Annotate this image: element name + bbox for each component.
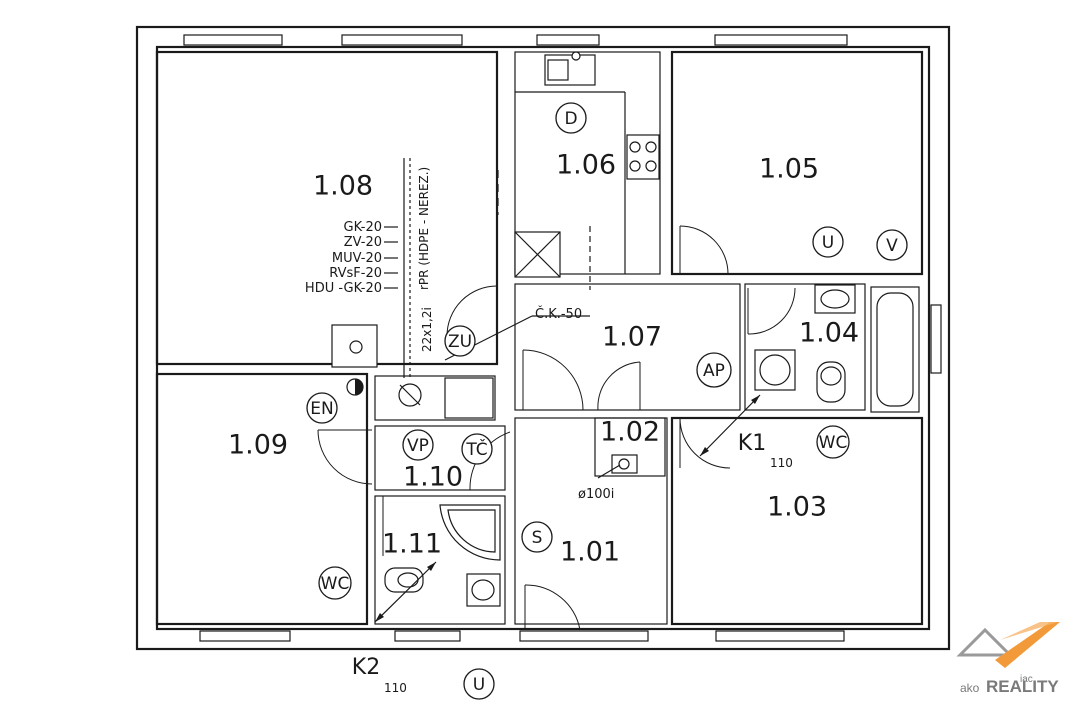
svg-text:EN: EN: [310, 399, 333, 419]
reality-logo: iac ako REALITY: [956, 622, 1060, 696]
riser-vertical-note: rPR (HDPE - NEREZ.): [417, 167, 431, 290]
riser-label-muv: MUV-20: [332, 251, 382, 266]
logo-brand: REALITY: [986, 677, 1059, 696]
windows-top: [183, 34, 848, 46]
pipe-note: 22x1,2i: [420, 307, 434, 352]
bathroom-fixtures: [754, 284, 856, 403]
room-1-08-label: 1.08: [313, 171, 373, 202]
room-1-02-label: 1.02: [600, 417, 660, 448]
riser-label-hdu: HDU -GK-20: [305, 281, 382, 296]
logo-small-text: iac: [1020, 674, 1033, 685]
logo-prefix: ako: [960, 681, 980, 695]
door-swings: [317, 225, 796, 631]
section-k2-sub: 110: [384, 681, 407, 695]
svg-text:WC: WC: [819, 433, 848, 453]
symbol-v: V: [876, 229, 908, 261]
windows-bottom: [199, 630, 845, 642]
symbol-wc-109: WC: [318, 566, 352, 600]
svg-text:S: S: [532, 528, 543, 548]
symbol-wc-103: WC: [816, 425, 850, 459]
symbol-d: D: [555, 102, 587, 134]
svg-text:TČ: TČ: [465, 438, 487, 460]
riser-label-gk: GK-20: [344, 220, 382, 235]
svg-text:U: U: [473, 675, 485, 695]
logo-roof-gray: [956, 627, 1014, 657]
symbol-u-bottom: U: [463, 668, 495, 700]
room-1-05-label: 1.05: [759, 154, 819, 185]
svg-text:V: V: [886, 236, 898, 256]
svg-text:AP: AP: [703, 361, 725, 381]
svg-text:ZU: ZU: [448, 332, 472, 352]
symbol-s: S: [521, 521, 553, 553]
diameter-label: ø100i: [578, 487, 614, 502]
bathroom-fixtures-111: [331, 324, 638, 607]
symbol-tc: TČ: [461, 433, 493, 465]
section-arrows: [374, 394, 761, 623]
svg-text:U: U: [822, 233, 834, 253]
riser-label-rvsf: RVsF-20: [329, 266, 382, 281]
room-1-04-label: 1.04: [799, 318, 859, 349]
symbol-u-105: U: [812, 226, 844, 258]
room-1-10-label: 1.10: [403, 462, 463, 493]
window-right: [930, 304, 942, 374]
symbol-en: EN: [306, 392, 338, 424]
svg-text:VP: VP: [407, 436, 429, 456]
kitchen-fixtures: [497, 51, 660, 290]
symbol-vp: VP: [402, 429, 434, 461]
section-k1-label: K1: [738, 431, 766, 456]
room-1-09-label: 1.09: [228, 430, 288, 461]
symbol-zu: ZU: [444, 325, 476, 357]
room-1-01-label: 1.01: [560, 537, 620, 568]
section-k1-sub: 110: [770, 456, 793, 470]
room-1-11-label: 1.11: [382, 529, 442, 560]
riser-label-zv: ZV-20: [344, 235, 382, 250]
svg-text:WC: WC: [321, 574, 350, 594]
section-k2-label: K2: [352, 655, 380, 680]
ck-label: Č.K.-50: [535, 306, 582, 322]
svg-text:D: D: [564, 109, 577, 129]
room-1-06-label: 1.06: [556, 150, 616, 181]
room-1-07-label: 1.07: [602, 322, 662, 353]
interior-walls: [155, 50, 924, 626]
symbol-ap: AP: [696, 352, 732, 388]
room-1-03-label: 1.03: [767, 492, 827, 523]
logo-swoosh-orange: [995, 622, 1060, 668]
